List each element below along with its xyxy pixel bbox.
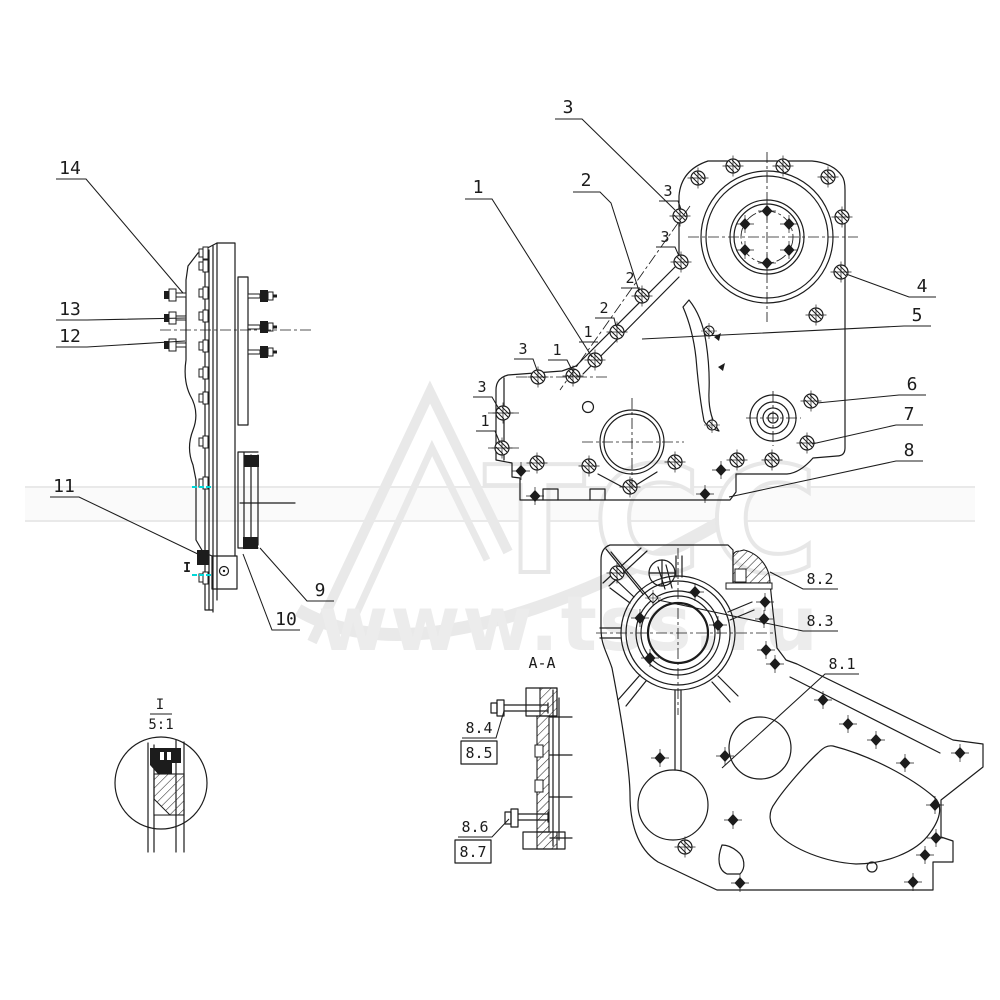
callout-3-r4: 3 — [477, 378, 486, 396]
callout-4: 4 — [917, 276, 928, 297]
front-view-repeat-callouts: 3 3 2 2 1 1 3 3 1 — [473, 182, 682, 444]
callout-6: 6 — [907, 374, 918, 395]
rear-view: 8.2 8.3 8.1 — [596, 544, 984, 893]
section-view: A-A 8.4 8.5 8.6 8.7 — [454, 654, 573, 864]
callout-2-r2: 2 — [599, 299, 608, 317]
detail-scale-denominator: 5:1 — [148, 717, 173, 733]
callout-2: 2 — [581, 170, 592, 191]
side-view-callouts: 14 13 12 11 9 10 — [50, 158, 334, 631]
callout-8-5: 8.5 — [465, 744, 492, 762]
callout-8-4: 8.4 — [465, 719, 492, 737]
callout-9: 9 — [315, 580, 326, 601]
callout-13: 13 — [59, 299, 81, 320]
callout-2-r1: 2 — [625, 269, 634, 287]
callout-8-3: 8.3 — [806, 612, 833, 630]
flange-corner-bolts — [668, 154, 854, 327]
section-view-callouts: 8.4 8.5 8.6 8.7 — [454, 710, 510, 864]
section-title: A-A — [528, 654, 555, 672]
section-bottom-bolt — [504, 808, 549, 828]
callout-3-r2: 3 — [660, 228, 669, 246]
callout-3-r3: 3 — [518, 340, 527, 358]
seal-section — [150, 748, 181, 774]
cyan-marks — [192, 486, 211, 576]
callout-1: 1 — [473, 177, 484, 198]
callout-14: 14 — [59, 158, 81, 179]
callout-8-7: 8.7 — [459, 843, 486, 861]
callout-8-2: 8.2 — [806, 570, 833, 588]
section-top-bolt — [490, 699, 549, 717]
callout-1-r1: 1 — [583, 323, 592, 341]
callout-3: 3 — [563, 97, 574, 118]
watermark-logo-triangle-icon — [294, 380, 732, 645]
window-opening — [769, 745, 941, 865]
detail-view: I 5:1 — [114, 697, 208, 853]
callout-12: 12 — [59, 326, 81, 347]
bolt-11-target — [197, 550, 209, 565]
watermark-url: www.tss.ru — [318, 579, 820, 668]
callout-8: 8 — [904, 440, 915, 461]
callout-1-r2: 1 — [552, 341, 561, 359]
callout-8-5-box — [460, 740, 498, 765]
rib-web — [682, 299, 725, 434]
detail-scale-numerator: I — [156, 697, 164, 713]
callout-8-6: 8.6 — [461, 818, 488, 836]
callout-5: 5 — [912, 305, 923, 326]
plus-boss — [648, 559, 676, 587]
detail-marker: I — [183, 561, 191, 576]
callout-3-r1: 3 — [663, 182, 672, 200]
gasket-bolt-chain — [490, 284, 654, 460]
callout-8-1: 8.1 — [828, 655, 855, 673]
front-view-callouts: 1 2 3 4 5 6 7 8 — [465, 97, 936, 498]
callout-10: 10 — [275, 609, 297, 630]
callout-11: 11 — [53, 476, 75, 497]
rear-view-callouts: 8.2 8.3 8.1 — [657, 570, 859, 769]
idler-boss — [746, 391, 801, 446]
side-view-bolts — [197, 246, 209, 585]
callout-8-7-box — [454, 839, 492, 864]
callout-7: 7 — [904, 404, 915, 425]
side-view: I 14 13 12 11 9 10 — [50, 158, 334, 631]
hatched-quarter-section — [725, 549, 773, 590]
front-view: 1 2 3 4 5 6 7 8 3 3 2 2 1 — [465, 97, 936, 506]
watermark-band — [25, 487, 975, 521]
bottom-bolts — [511, 389, 823, 506]
hatched-section — [153, 773, 185, 816]
callout-1-r3: 1 — [480, 412, 489, 430]
